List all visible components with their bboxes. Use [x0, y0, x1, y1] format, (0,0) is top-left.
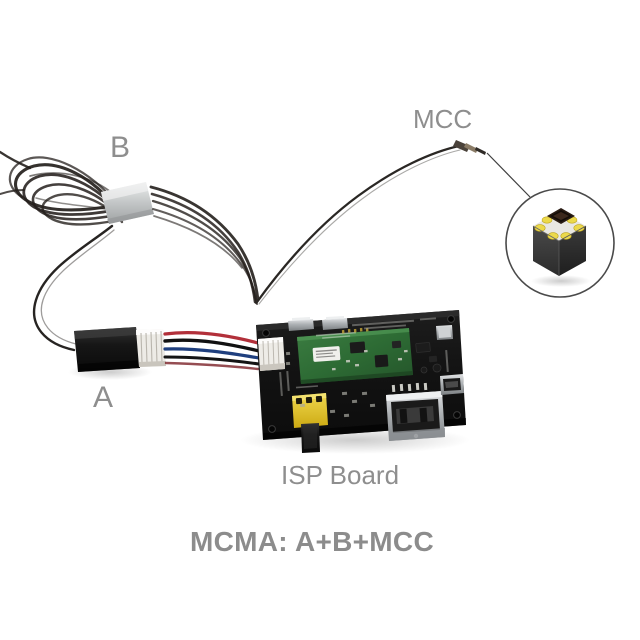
board-switch — [436, 325, 453, 340]
ribbon-wires — [163, 331, 261, 371]
micro-usb-port — [440, 374, 464, 395]
cable-b-bundle — [0, 150, 124, 226]
board-shield-tabs — [288, 316, 348, 331]
cable-a-connector — [68, 327, 166, 380]
green-module — [297, 327, 413, 384]
board-white-connector — [258, 337, 285, 371]
isp-board — [240, 310, 470, 454]
callout-leader-line — [486, 152, 531, 198]
yellow-pin-header — [292, 393, 328, 453]
label-mcc: MCC — [413, 104, 473, 134]
cable-b-sleeve — [101, 182, 154, 224]
mcc-sensor-magnifier — [505, 188, 615, 298]
label-cable-b: B — [110, 131, 131, 164]
label-cable-a: A — [93, 381, 114, 414]
mcc-connector-tip — [453, 140, 486, 155]
mcc-cable — [255, 144, 461, 305]
usb-a-port — [386, 382, 445, 441]
board-smd-parts — [279, 317, 449, 418]
cable-a-lead — [32, 224, 115, 352]
cable-b-right-strands — [149, 185, 260, 305]
label-isp-board: ISP Board — [281, 460, 400, 490]
mcc-sensor-cube — [532, 208, 587, 276]
figure-caption: MCMA: A+B+MCC — [190, 526, 434, 557]
